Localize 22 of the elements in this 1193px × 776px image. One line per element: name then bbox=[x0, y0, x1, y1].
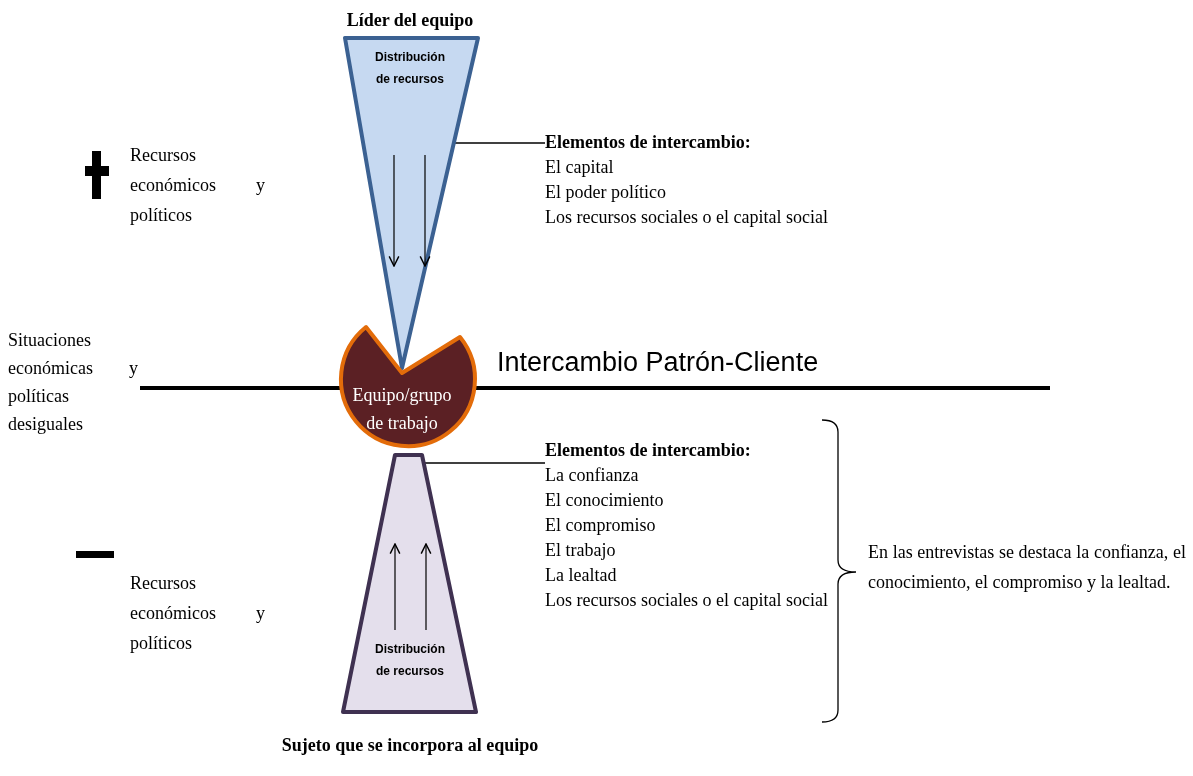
side-label: Situaciones económicas y políticas desiguales bbox=[8, 329, 138, 436]
side-label: Recursos económicos y políticos bbox=[130, 144, 265, 227]
list-heading: Elementos de intercambio: bbox=[545, 439, 752, 462]
leader-line bbox=[454, 142, 546, 144]
line-label: Intercambio Patrón-Cliente bbox=[497, 346, 820, 379]
heading: Líder del equipo bbox=[345, 10, 475, 31]
list-item: El compromiso bbox=[545, 514, 657, 537]
list-item: El conocimiento bbox=[545, 489, 665, 512]
heading: Sujeto que se incorpora al equipo bbox=[280, 735, 540, 756]
list-item: El poder político bbox=[545, 181, 667, 204]
list-item: La lealtad bbox=[545, 564, 618, 587]
shape-label: Distribución de recursos bbox=[374, 641, 446, 680]
shape-label: Distribución de recursos bbox=[374, 49, 446, 88]
list-item: La confianza bbox=[545, 464, 640, 487]
list-item: El capital bbox=[545, 156, 615, 179]
list-heading: Elementos de intercambio: bbox=[545, 131, 752, 154]
list-item: Los recursos sociales o el capital social bbox=[545, 206, 829, 229]
side-label: Recursos económicos y políticos bbox=[130, 572, 265, 655]
list-item: El trabajo bbox=[545, 539, 617, 562]
note-text: En las entrevistas se destaca la confianza, el conocimiento, el compromiso y la lealtad. bbox=[868, 541, 1186, 594]
list-item: Los recursos sociales o el capital social bbox=[545, 589, 829, 612]
shape-label: Equipo/grupo de trabajo bbox=[351, 384, 453, 435]
